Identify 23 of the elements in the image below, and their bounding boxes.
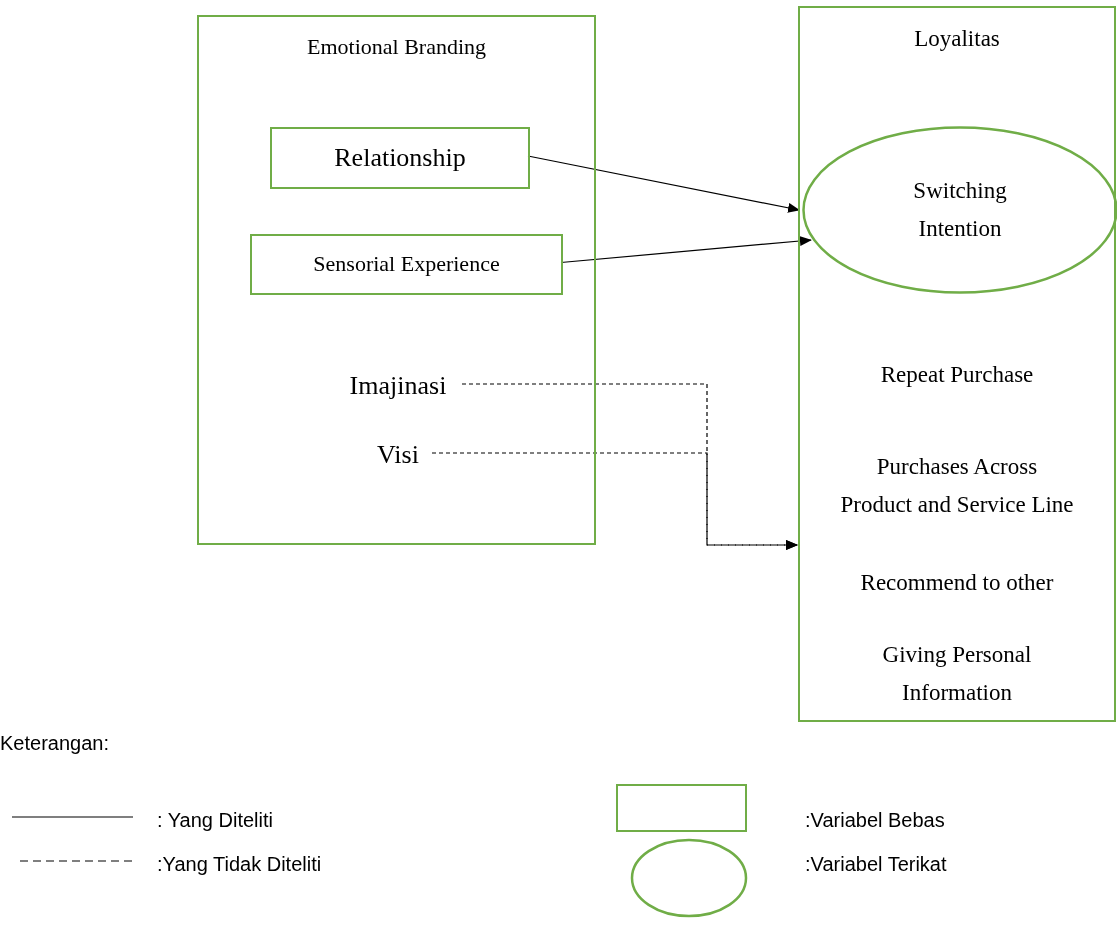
legend-text: :Yang Tidak Diteliti <box>157 852 322 877</box>
indicator-text: Repeat Purchase <box>879 361 1035 390</box>
node-label: Visi <box>362 437 434 473</box>
variable-box <box>250 234 563 295</box>
variable-box <box>270 127 530 189</box>
legend-text: :Variabel Terikat <box>805 852 947 877</box>
variable-box <box>798 6 1116 722</box>
node-label: Imajinasi <box>332 368 464 404</box>
indicator-text: Giving Personal Information <box>881 641 1033 707</box>
legend-text: : Yang Diteliti <box>157 808 273 833</box>
legend-text: :Variabel Bebas <box>805 808 945 833</box>
arrow <box>431 452 798 550</box>
indicator-text: Recommend to other <box>859 569 1055 598</box>
arrow <box>560 236 812 264</box>
node-label: Relationship <box>333 141 467 174</box>
node-label: Switching Intention <box>912 177 1008 243</box>
arrow <box>527 155 801 213</box>
node-title: Emotional Branding <box>306 32 487 61</box>
node-title: Loyalitas <box>913 25 1001 54</box>
variable-box <box>197 15 596 545</box>
indicator-text: Purchases Across Product and Service Line <box>840 453 1074 519</box>
node-label: Sensorial Experience <box>312 250 501 279</box>
legend-heading: Keterangan: <box>0 731 109 756</box>
